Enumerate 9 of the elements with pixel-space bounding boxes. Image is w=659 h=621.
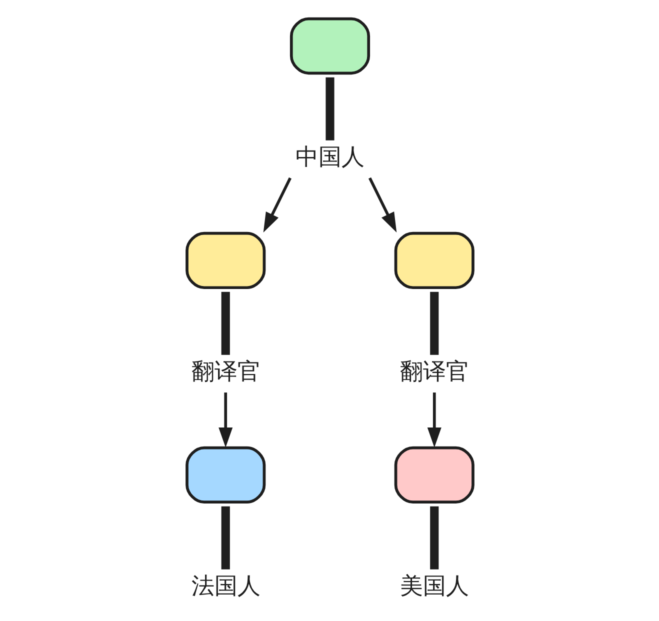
arrow [262,177,292,233]
arrow [368,177,396,233]
arrow [426,392,441,448]
node-label: 翻译官 [400,358,469,385]
node-label: 中国人 [295,144,364,170]
node-label: 翻译官 [190,358,260,385]
node-label: 法国人 [190,573,260,600]
arrow [218,392,232,448]
node-label: 美国人 [400,573,469,600]
